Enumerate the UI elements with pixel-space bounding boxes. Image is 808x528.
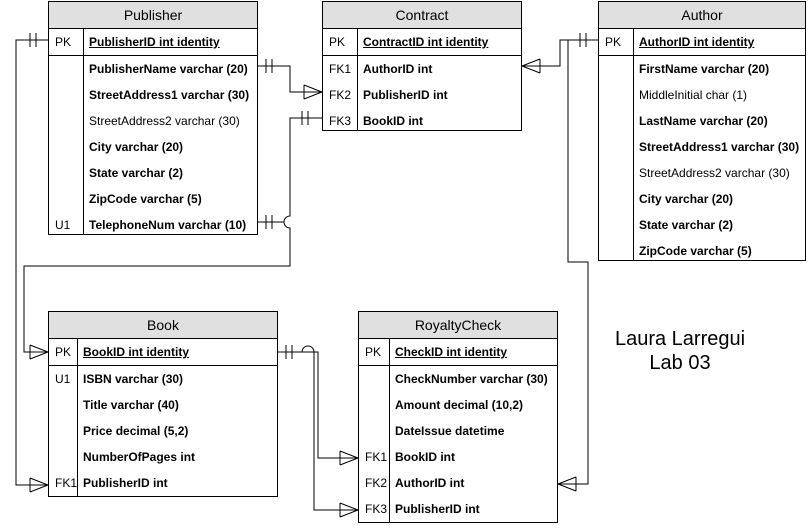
attribute-row[interactable]: DateIssue datetime	[395, 424, 505, 438]
entity-title: Author	[599, 2, 805, 29]
attribute-row[interactable]: LastName varchar (20)	[639, 114, 768, 128]
attribute-row[interactable]: Amount decimal (10,2)	[395, 398, 524, 412]
entity-title: Contract	[323, 2, 521, 29]
book-pk-bars-right	[285, 345, 293, 359]
pub-telephone-bars	[265, 215, 273, 229]
attribute-row[interactable]: CheckNumber varchar (30)	[395, 372, 548, 386]
attribute-row[interactable]: City varchar (20)	[89, 140, 184, 154]
attribute-row[interactable]: Price decimal (5,2)	[83, 424, 189, 438]
attribute-row[interactable]: StreetAddress1 varchar (30)	[639, 140, 800, 154]
author-note-line1: Laura Larregui	[614, 328, 746, 350]
attribute-row[interactable]: StreetAddress2 varchar (30)	[639, 166, 790, 180]
attribute-row[interactable]: Title varchar (40)	[83, 398, 179, 412]
rel-publisher-book	[15, 39, 48, 486]
attribute-row[interactable]: MiddleInitial char (1)	[639, 88, 748, 102]
contract-fk1-crowfoot	[520, 58, 541, 74]
rel-publisher-royalty	[298, 345, 358, 511]
entity-title: Publisher	[49, 2, 257, 29]
attribute-row[interactable]: StreetAddress2 varchar (30)	[89, 114, 240, 128]
entity-title: Book	[49, 312, 277, 339]
pub-bars-right	[265, 59, 273, 73]
rel-book-royalty	[278, 351, 358, 459]
attribute-row[interactable]: City varchar (20)	[639, 192, 734, 206]
rel-publisher-contract	[258, 65, 322, 93]
rel-author-royalty	[558, 39, 598, 485]
attribute-row[interactable]: State varchar (2)	[89, 166, 184, 180]
attribute-row[interactable]: State varchar (2)	[639, 218, 734, 232]
attribute-row[interactable]: ZipCode varchar (5)	[639, 244, 752, 258]
attribute-row[interactable]: NumberOfPages int	[83, 450, 196, 464]
contract-fk3-bars	[301, 111, 309, 125]
pub-pk-bars-left	[29, 33, 37, 47]
author-note-line2: Lab 03	[649, 352, 711, 374]
attribute-row[interactable]: ZipCode varchar (5)	[89, 192, 202, 206]
attribute-row[interactable]: PublisherName varchar (20)	[89, 62, 248, 76]
royalty-fk2-crowfoot	[556, 476, 577, 492]
attribute-row[interactable]: StreetAddress1 varchar (30)	[89, 88, 250, 102]
attribute-row[interactable]: FirstName varchar (20)	[639, 62, 770, 76]
rel-book-contract	[23, 117, 322, 353]
entity-title: RoyaltyCheck	[359, 312, 557, 339]
